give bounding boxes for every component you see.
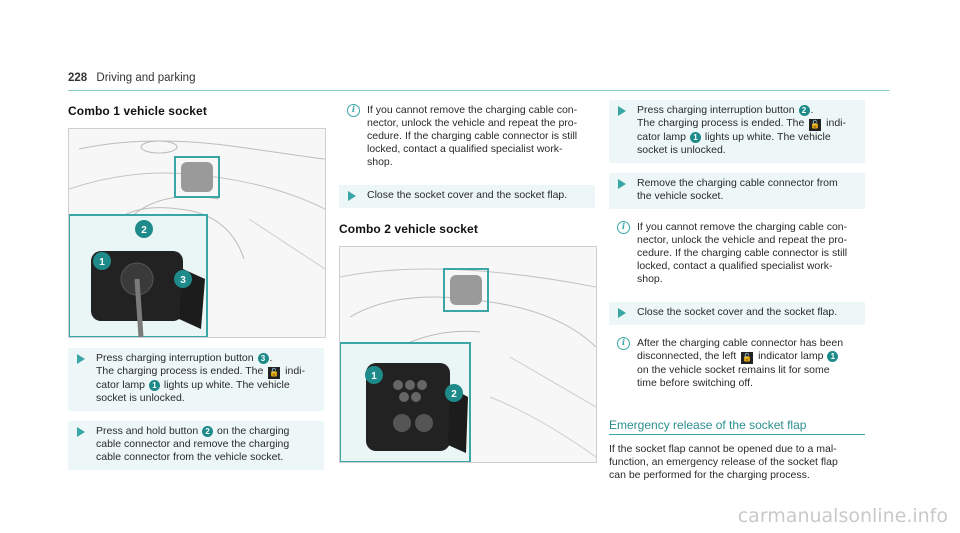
badge-2: 2 [798, 105, 810, 116]
badge-1: 1 [827, 351, 839, 362]
page-number: 228 [68, 72, 88, 84]
callout-2: 2 [141, 225, 147, 236]
step-arrow-icon [618, 308, 626, 318]
emergency-release-title: Emergency release of the socket flap [609, 418, 865, 435]
badge-3: 3 [257, 353, 269, 364]
badge-1: 1 [148, 380, 160, 391]
combo2-step-3: Close the socket cover and the socket fl… [609, 302, 865, 325]
unlock-icon: 🔓 [268, 367, 281, 379]
combo1-step-1: Press charging interruption button 3. Th… [68, 348, 324, 411]
step-arrow-icon [618, 179, 626, 189]
watermark: carmanualsonline.info [737, 505, 948, 527]
unlock-icon: 🔓 [741, 352, 754, 364]
unlock-icon: 🔓 [809, 119, 822, 131]
info-icon: i [617, 337, 630, 350]
combo2-title: Combo 2 vehicle socket [339, 222, 478, 236]
combo1-step-3: Close the socket cover and the socket fl… [339, 185, 595, 208]
combo2-figure: 1 2 [339, 246, 597, 463]
step-arrow-icon [77, 354, 85, 364]
info-icon: i [617, 221, 630, 234]
column-3: Press charging interruption button 2. Th… [609, 100, 865, 482]
header-rule [68, 90, 890, 91]
section-name: Driving and parking [96, 72, 196, 84]
step-arrow-icon [348, 191, 356, 201]
combo1-step-2: Press and hold button 2 on the charging … [68, 421, 324, 470]
page-header: 228 Driving and parking [68, 72, 195, 84]
step-arrow-icon [618, 106, 626, 116]
combo1-illustration: 2 1 3 [69, 129, 325, 337]
emergency-release-text: If the socket flap cannot be opened due … [609, 443, 838, 481]
callout-2: 2 [451, 389, 457, 400]
column-1: Combo 1 vehicle socket 2 1 3 [68, 100, 326, 470]
column-2: i If you cannot remove the charging cabl… [339, 100, 597, 463]
badge-1: 1 [689, 132, 701, 143]
combo2-step-1: Press charging interruption button 2. Th… [609, 100, 865, 163]
info-icon: i [347, 104, 360, 117]
combo2-note-2: i After the charging cable connector has… [609, 333, 865, 396]
callout-1: 1 [371, 371, 377, 382]
combo2-step-2: Remove the charging cable connector from… [609, 173, 865, 209]
combo2-illustration: 1 2 [340, 247, 596, 462]
callout-3: 3 [180, 275, 186, 286]
step-arrow-icon [77, 427, 85, 437]
combo1-callouts: 2 1 3 [93, 220, 192, 288]
combo2-note-1: i If you cannot remove the charging cabl… [609, 217, 865, 292]
combo1-title: Combo 1 vehicle socket [68, 104, 207, 118]
combo1-figure: 2 1 3 [68, 128, 326, 338]
badge-2: 2 [202, 426, 214, 437]
combo1-note: i If you cannot remove the charging cabl… [339, 100, 595, 175]
callout-1: 1 [99, 257, 105, 268]
combo2-callouts: 1 2 [365, 366, 463, 402]
